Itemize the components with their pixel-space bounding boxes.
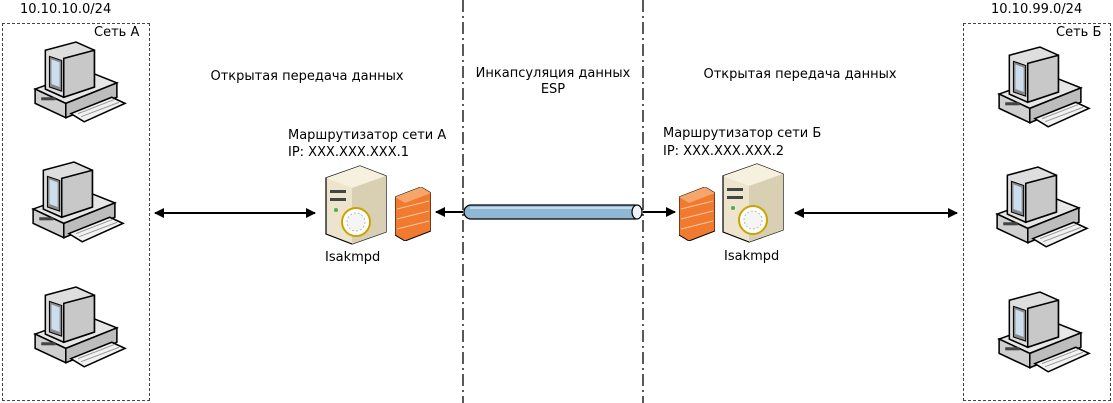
left-segment-label: Открытая передача данных <box>210 69 404 84</box>
router-a-daemon: Isakmpd <box>325 250 381 265</box>
right-segment-label: Открытая передача данных <box>703 67 897 82</box>
network-a-name: Сеть А <box>94 25 140 40</box>
router-b-title: Маршрутизатор сети Б <box>663 126 822 141</box>
tunnel-label: Инкапсуляция данных <box>475 66 631 81</box>
router-b-ip: IP: XXX.XXX.XXX.2 <box>663 144 785 159</box>
server-icon <box>721 162 785 244</box>
network-a-subnet: 10.10.10.0/24 <box>20 2 112 17</box>
tunnel-protocol-label: ESP <box>540 82 566 97</box>
esp-tunnel <box>463 204 643 220</box>
router-a-ip: IP: XXX.XXX.XXX.1 <box>288 145 410 160</box>
server-icon <box>324 164 388 246</box>
router-a-title: Маршрутизатор сети А <box>288 128 447 143</box>
firewall-icon <box>395 187 431 241</box>
network-b-name: Сеть Б <box>1056 25 1102 40</box>
network-a-box <box>2 23 150 401</box>
network-b-subnet: 10.10.99.0/24 <box>991 2 1083 17</box>
router-b-daemon: Isakmpd <box>724 249 780 264</box>
firewall-icon <box>679 187 715 241</box>
network-b-box <box>963 23 1111 401</box>
